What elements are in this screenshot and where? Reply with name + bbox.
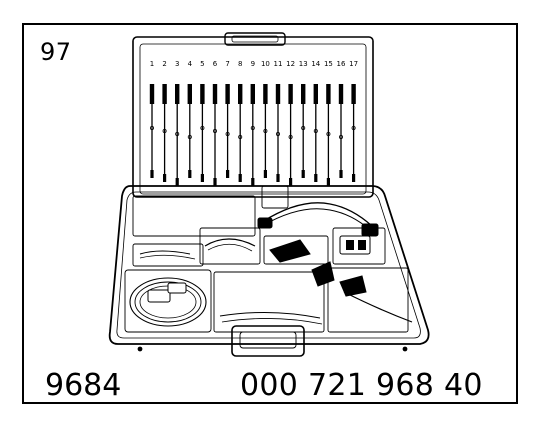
tool-probe <box>149 84 155 178</box>
test-cables <box>129 202 413 327</box>
tool-slot-number: 6 <box>213 60 218 68</box>
tool-probe <box>263 84 268 178</box>
case-lid <box>132 32 374 198</box>
tool-slot-number: 14 <box>311 60 320 68</box>
tool-slot-number: 12 <box>286 60 295 68</box>
tool-slot-number: 4 <box>188 60 193 68</box>
tool-slot-number: 10 <box>261 60 270 68</box>
tool-probe <box>212 84 218 186</box>
tool-probes <box>149 84 356 186</box>
tool-probe <box>225 84 230 178</box>
tool-probe <box>301 84 306 178</box>
tool-probe <box>275 84 281 182</box>
tool-slot-number: 8 <box>238 60 242 68</box>
tool-slot-number: 15 <box>324 60 333 68</box>
part-number-right: 000 721 968 40 <box>240 368 483 403</box>
tool-probe <box>238 84 243 182</box>
tool-probe <box>187 84 192 178</box>
figure-frame <box>22 23 518 404</box>
tool-probe <box>250 84 255 186</box>
tool-probe <box>200 84 205 182</box>
tool-probe <box>313 84 318 182</box>
tool-slot-number: 9 <box>251 60 255 68</box>
tool-slot-number: 17 <box>349 60 358 68</box>
tool-slot-number: 2 <box>162 60 166 68</box>
tool-probe <box>162 84 167 182</box>
case-base <box>108 185 430 357</box>
tool-slot-number: 13 <box>299 60 308 68</box>
tool-slot-number: 5 <box>200 60 204 68</box>
part-number-left: 9684 <box>45 368 122 403</box>
tool-slot-number: 3 <box>175 60 179 68</box>
tool-slot-number: 1 <box>150 60 154 68</box>
tool-probe <box>338 84 344 178</box>
tool-slot-number: 16 <box>337 60 346 68</box>
tool-probe <box>351 84 356 182</box>
tool-slot-number: 11 <box>274 60 283 68</box>
tool-probe <box>288 84 293 186</box>
tool-slot-number: 7 <box>225 60 229 68</box>
figure-number: 97 <box>40 38 72 66</box>
tool-probe <box>326 84 331 186</box>
tool-probe <box>175 84 180 186</box>
